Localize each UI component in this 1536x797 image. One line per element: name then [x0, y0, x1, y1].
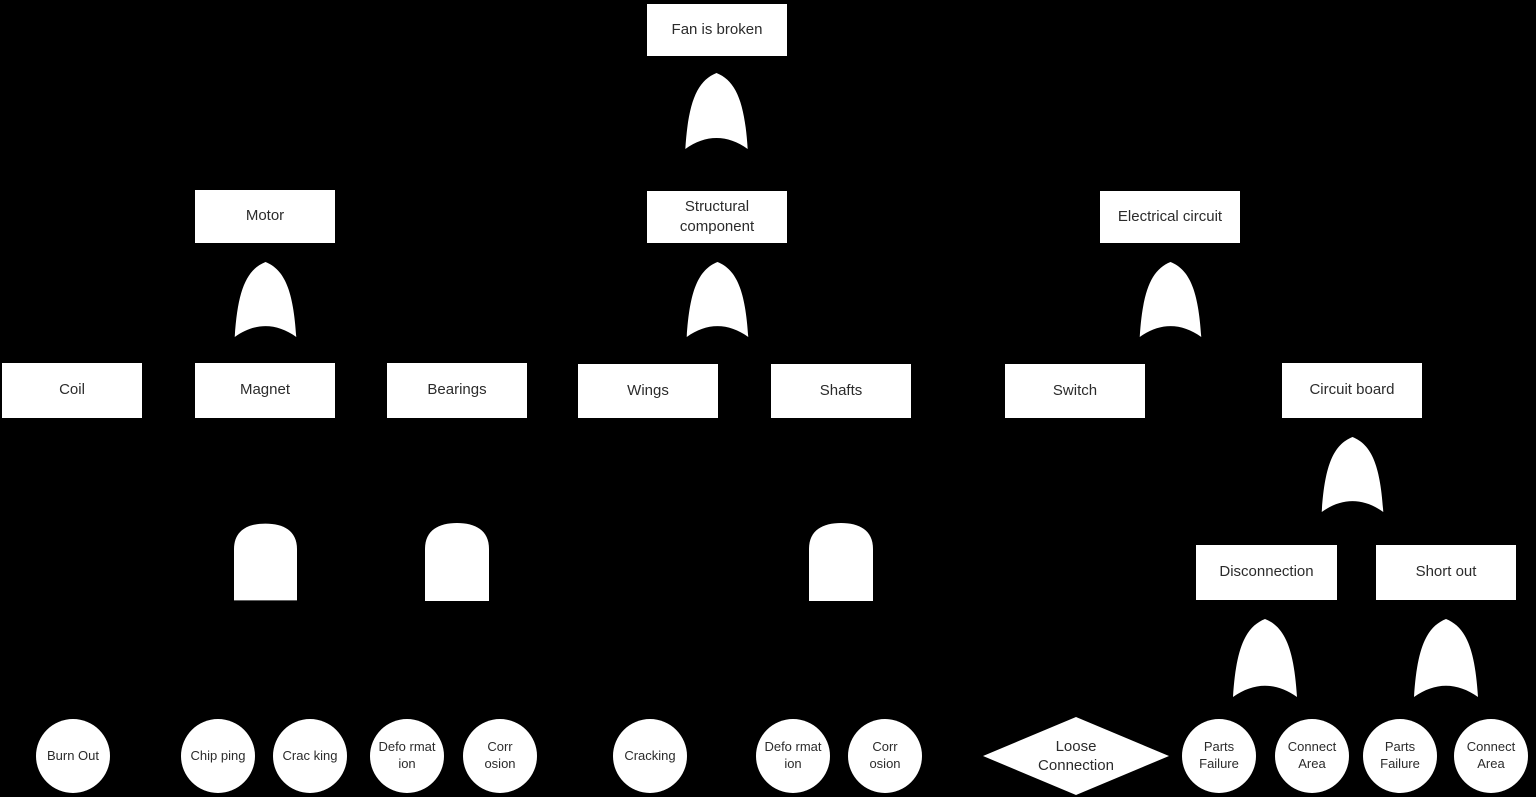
event-label: Coil: [59, 381, 85, 399]
basic-event-connect-area-short-out: Connect Area: [1454, 719, 1528, 793]
basic-event-deformation-shafts: Defo rmat ion: [756, 719, 830, 793]
event-box-switch: Switch: [1005, 364, 1145, 418]
or-gate-electrical-circuit: [1138, 262, 1203, 337]
basic-event-chipping: Chip ping: [181, 719, 255, 793]
event-box-coil: Coil: [2, 363, 142, 418]
event-box-shafts: Shafts: [771, 364, 911, 418]
or-gate-circuit-board: [1320, 437, 1385, 512]
event-box-circuit-board: Circuit board: [1282, 363, 1422, 418]
event-label: Chip ping: [190, 747, 246, 763]
basic-event-connect-area-disconnection: Connect Area: [1275, 719, 1349, 793]
event-box-bearings: Bearings: [387, 363, 527, 418]
event-label: Circuit board: [1309, 381, 1395, 399]
event-box-fan-is-broken: Fan is broken: [647, 4, 787, 56]
event-label: Crac king: [282, 747, 338, 763]
event-label: Structural component: [679, 197, 755, 235]
or-gate-fan-is-broken: [684, 73, 749, 149]
or-gate-disconnection: [1233, 619, 1297, 697]
basic-event-corrosion-shafts: Corr osion: [848, 719, 922, 793]
event-label: Magnet: [239, 381, 291, 399]
diamond-shape: [983, 717, 1169, 795]
event-label: Loose Connection: [1038, 737, 1114, 775]
event-label: Corr osion: [484, 739, 516, 771]
basic-event-corrosion-bearings: Corr osion: [463, 719, 537, 793]
event-label: Defo rmat ion: [378, 739, 436, 771]
event-label: Corr osion: [869, 739, 901, 771]
event-label: Defo rmat ion: [764, 739, 822, 771]
event-label: Connect Area: [1287, 739, 1337, 771]
event-label: Parts Failure: [1199, 739, 1239, 771]
event-label: Connect Area: [1466, 739, 1516, 771]
event-label: Short out: [1415, 563, 1477, 581]
basic-event-parts-failure-short-out: Parts Failure: [1363, 719, 1437, 793]
basic-event-cracking-wings: Cracking: [613, 719, 687, 793]
event-label: Cracking: [624, 747, 676, 763]
undeveloped-event-loose-connection: Loose Connection: [983, 717, 1169, 795]
and-gate-magnet: [234, 523, 297, 601]
event-box-disconnection: Disconnection: [1196, 545, 1337, 600]
event-label: Fan is broken: [671, 20, 763, 38]
event-box-electrical-circuit: Electrical circuit: [1100, 191, 1240, 243]
event-label: Burn Out: [46, 747, 100, 763]
event-label: Wings: [627, 381, 669, 399]
event-box-magnet: Magnet: [195, 363, 335, 418]
event-label: Electrical circuit: [1117, 207, 1223, 225]
and-gate-bearings: [425, 523, 489, 601]
event-label: Shafts: [819, 381, 863, 399]
event-label: Bearings: [427, 381, 487, 399]
basic-event-parts-failure-disconnection: Parts Failure: [1182, 719, 1256, 793]
event-label: Switch: [1052, 381, 1098, 399]
basic-event-burn-out: Burn Out: [36, 719, 110, 793]
event-box-short-out: Short out: [1376, 545, 1516, 600]
or-gate-short-out: [1414, 619, 1478, 697]
event-box-wings: Wings: [578, 364, 718, 418]
or-gate-structural-component: [685, 262, 750, 337]
event-box-structural-component: Structural component: [647, 191, 787, 243]
basic-event-deformation-bearings: Defo rmat ion: [370, 719, 444, 793]
event-label: Parts Failure: [1380, 739, 1420, 771]
event-label: Motor: [245, 207, 285, 225]
basic-event-cracking-magnet: Crac king: [273, 719, 347, 793]
and-gate-shafts: [809, 523, 873, 601]
event-label: Disconnection: [1219, 563, 1314, 581]
or-gate-motor: [233, 262, 298, 337]
event-box-motor: Motor: [195, 190, 335, 243]
